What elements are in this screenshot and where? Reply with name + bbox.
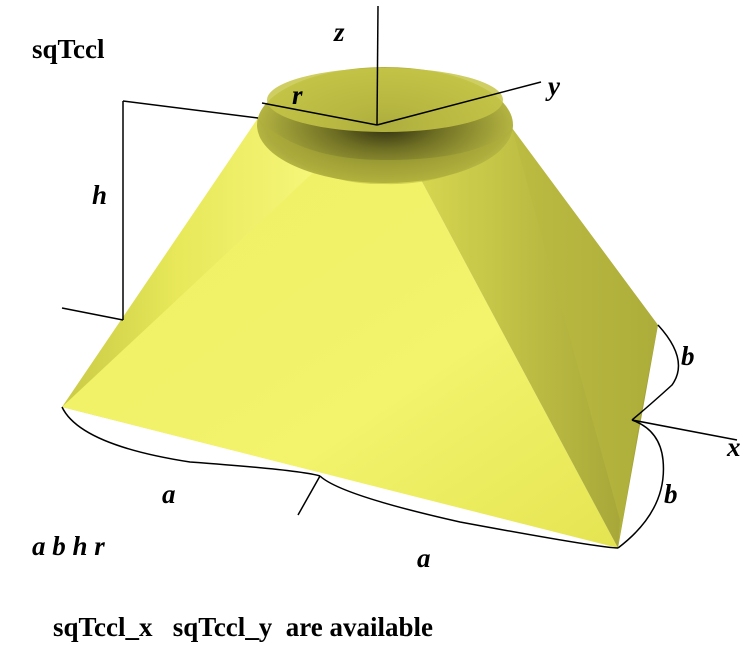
top-circle [257, 67, 513, 185]
brace-a-right [319, 475, 619, 549]
top-shade [257, 118, 513, 185]
height-dimension [61, 100, 259, 321]
a-label-left: a [162, 479, 176, 509]
b-label-lower: b [664, 479, 678, 509]
x-axis-label: x [726, 432, 741, 462]
y-axis [376, 81, 542, 126]
footer-text: sqTccl_x sqTccl_y are available [53, 612, 433, 642]
brace-a-left [61, 406, 321, 477]
z-axis-label: z [333, 17, 345, 47]
h-label: h [92, 180, 107, 210]
front-face [62, 168, 618, 548]
right-face [420, 128, 658, 548]
title-text: sqTccl [32, 34, 105, 64]
r-label: r [292, 80, 303, 110]
right-edge-face [512, 128, 658, 548]
a-label-right: a [417, 543, 431, 573]
r-line [261, 102, 378, 126]
h-top-tick [122, 100, 259, 119]
brace-b-upper [631, 324, 680, 421]
brace-a-left-tick [297, 475, 321, 516]
frustum-body [62, 118, 658, 548]
b-label-upper: b [681, 341, 695, 371]
h-bottom-tick [61, 307, 124, 321]
dimension-braces [61, 324, 680, 549]
y-axis-label: y [545, 71, 561, 101]
brace-b-lower [617, 419, 665, 549]
x-axis [631, 419, 738, 441]
axes [261, 5, 738, 441]
params-text: a b h r [32, 531, 105, 561]
z-axis [376, 5, 379, 126]
